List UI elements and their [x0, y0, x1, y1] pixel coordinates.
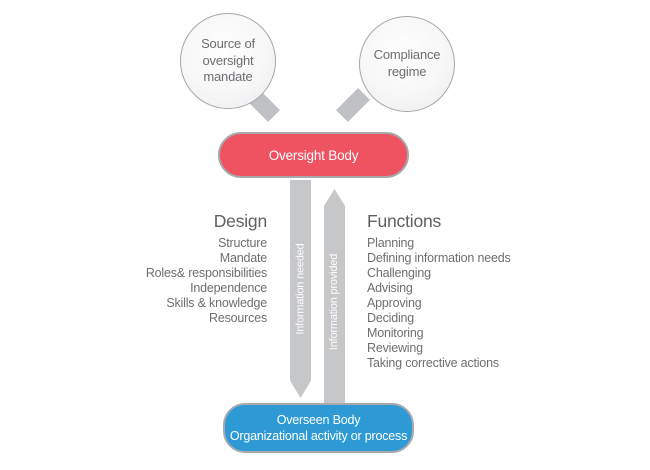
- source-circle-line2: oversight: [202, 52, 254, 68]
- source-circle-line1: Source of: [201, 36, 255, 52]
- design-list: Structure Mandate Roles& responsibilitie…: [100, 236, 267, 326]
- functions-item: Approving: [367, 296, 422, 310]
- functions-item: Taking corrective actions: [367, 356, 499, 370]
- design-item: Mandate: [219, 251, 267, 265]
- information-needed-label: Information needed: [294, 243, 307, 335]
- overseen-body-line1: Overseen Body: [276, 412, 361, 427]
- functions-item: Monitoring: [367, 326, 424, 340]
- information-provided-arrow: Information provided: [324, 189, 345, 414]
- functions-item: Advising: [367, 281, 413, 295]
- functions-item: Deciding: [367, 311, 415, 325]
- design-item: Independence: [190, 281, 267, 295]
- functions-item: Planning: [367, 236, 415, 250]
- design-item: Roles& responsibilities: [145, 266, 267, 280]
- design-heading: Design: [213, 211, 267, 231]
- connector-tail-compliance: [336, 88, 370, 122]
- functions-item: Reviewing: [367, 341, 423, 355]
- compliance-regime-node: Compliance regime: [359, 16, 455, 112]
- functions-list: Planning Defining information needs Chal…: [367, 236, 547, 371]
- source-circle-line3: mandate: [203, 69, 253, 85]
- overseen-body-line2: Organizational activity or process: [229, 429, 408, 443]
- information-provided-label: Information provided: [328, 253, 341, 350]
- oversight-body-node: Oversight Body: [218, 132, 409, 178]
- design-item: Resources: [209, 311, 267, 325]
- functions-heading: Functions: [367, 211, 442, 231]
- design-item: Skills & knowledge: [166, 296, 267, 310]
- information-needed-arrow: Information needed: [290, 180, 311, 398]
- compliance-circle-line1: Compliance: [373, 47, 441, 63]
- compliance-circle-line2: regime: [387, 64, 427, 79]
- functions-item: Defining information needs: [367, 251, 511, 265]
- functions-item: Challenging: [367, 266, 431, 280]
- source-of-oversight-mandate-node: Source of oversight mandate: [180, 13, 276, 109]
- design-item: Structure: [218, 236, 267, 250]
- overseen-body-node: Overseen Body Organizational activity or…: [223, 403, 414, 453]
- oversight-body-label: Oversight Body: [268, 147, 359, 163]
